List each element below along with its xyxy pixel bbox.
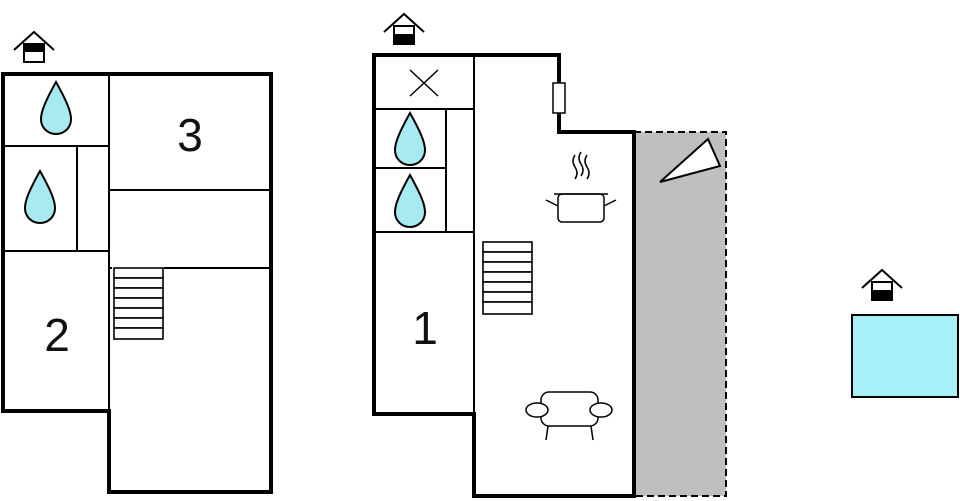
- cooking-pot-icon: [545, 151, 617, 223]
- water-drop-icon: [393, 110, 427, 167]
- water-drop-icon: [393, 172, 427, 229]
- sofa-icon: [525, 391, 613, 441]
- cross-icon: [409, 69, 439, 97]
- water-drop-icon: [39, 79, 73, 136]
- pool-area: [851, 314, 959, 398]
- parasol-icon: [659, 137, 722, 183]
- pool-block: [851, 268, 959, 398]
- staircase-icon: [113, 267, 164, 340]
- left-floor: 3 2: [1, 30, 273, 494]
- left-floor-outline: [1, 72, 273, 494]
- middle-floor: 1: [372, 12, 727, 498]
- entrance-icon: [13, 30, 55, 63]
- entrance-icon: [861, 268, 903, 301]
- middle-floor-outline: [372, 53, 636, 498]
- room-label-1: 1: [412, 302, 438, 354]
- terrace-area: [634, 132, 726, 496]
- staircase-icon: [482, 241, 533, 315]
- room-label-3: 3: [177, 109, 203, 161]
- entrance-icon: [383, 12, 425, 45]
- room-label-2: 2: [44, 309, 70, 361]
- water-drop-icon: [23, 168, 57, 225]
